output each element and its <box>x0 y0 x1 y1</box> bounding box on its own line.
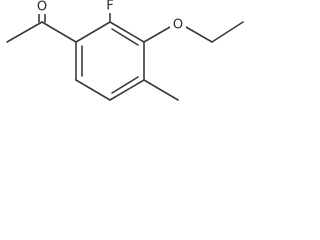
fluorine-label: F <box>106 0 113 14</box>
carbonyl-oxygen-label-bg <box>34 0 50 14</box>
bond-ring-ether-oxygen <box>143 26 171 43</box>
ring-bond-2-3 <box>109 21 145 43</box>
ether-oxygen-label-bg <box>170 17 186 33</box>
ring-bond-1-2 <box>75 21 111 43</box>
molecule-drawing: O F O <box>6 0 244 101</box>
bond-ch2-ch3 <box>211 21 244 43</box>
ring-bond-5-6 <box>75 79 111 101</box>
ring-double-bond-inner-3 <box>111 76 139 94</box>
ether-oxygen-label: O <box>173 18 183 33</box>
bond-ether-oxygen-ch2 <box>185 26 213 43</box>
bond-carbonyl-ring <box>41 21 77 43</box>
structure-diagram: O F O <box>0 0 250 133</box>
bond-methyl-carbonyl <box>6 21 43 43</box>
fluorine-label-bg <box>103 0 117 13</box>
bond-ring-methyl <box>143 79 179 101</box>
ring-double-bond-inner-2 <box>111 28 139 46</box>
ring-bond-4-5 <box>109 79 145 101</box>
carbonyl-oxygen-label: O <box>37 0 47 15</box>
